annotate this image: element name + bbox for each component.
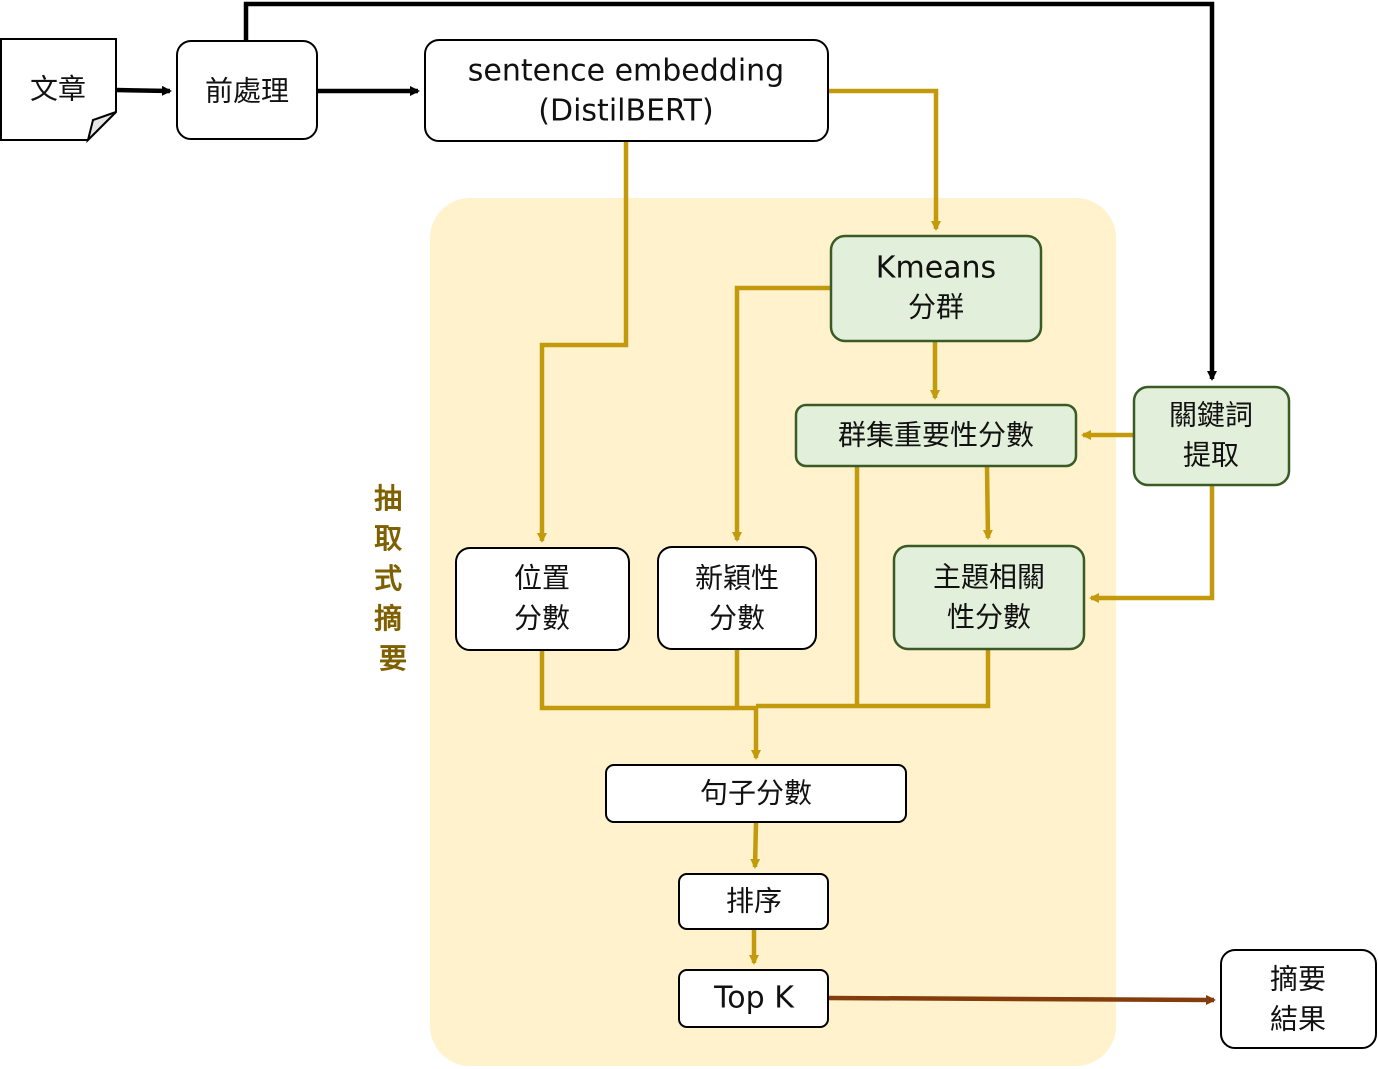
keyword-label-line1: 關鍵詞 [1169,399,1253,432]
topic-relevance-score-node: 主題相關 性分數 [892,544,1086,651]
sentence-score-label: 句子分數 [700,777,812,810]
arrow-embedding-to-kmeans [829,88,941,231]
region-label-char-3: 式 [374,562,402,595]
preprocess-label: 前處理 [205,75,289,108]
region-label-char-4: 摘 [374,602,402,635]
cluster-importance-score-node: 群集重要性分數 [794,403,1078,468]
arrow-cluster-score-to-topic [982,466,993,540]
novelty-score-line2: 分數 [709,602,765,635]
arrow-article-to-preprocess [115,85,172,96]
summary-label-line2: 結果 [1270,1003,1326,1036]
keyword-extraction-node: 關鍵詞 提取 [1132,385,1291,487]
article-node: 文章 [0,38,117,144]
topk-label: Top K [713,981,795,1016]
topic-score-line1: 主題相關 [933,561,1045,594]
position-score-line2: 分數 [514,602,570,635]
kmeans-label-line2: 分群 [908,291,964,324]
topk-node: Top K [678,969,829,1028]
region-label-char-2: 取 [374,522,402,555]
region-label: 抽 取 式 摘 要 [374,482,412,675]
summary-label-line1: 摘要 [1270,963,1326,996]
sentence-embedding-node: sentence embedding (DistilBERT) [424,39,829,142]
line-topic-to-merge [756,650,991,709]
arrow-preprocess-to-keyword [243,1,1217,381]
article-label: 文章 [30,73,86,106]
arrow-keyword-to-topic [1089,486,1215,603]
embedding-label-line1: sentence embedding [468,54,784,89]
arrow-topk-to-summary [828,994,1216,1005]
kmeans-node: Kmeans 分群 [829,234,1043,343]
line-position-to-merge [539,651,756,711]
sentence-score-node: 句子分數 [605,764,907,823]
preprocess-node: 前處理 [176,40,318,140]
arrow-embedding-to-position [537,142,629,543]
embedding-label-line2: (DistilBERT) [538,94,713,129]
novelty-score-line1: 新穎性 [695,562,779,595]
arrow-sentence-score-to-sort [750,822,761,869]
position-score-line1: 位置 [514,562,570,595]
cluster-score-label: 群集重要性分數 [838,419,1034,452]
position-score-node: 位置 分數 [455,547,630,651]
region-label-char-5: 要 [379,642,407,675]
kmeans-label-line1: Kmeans [876,251,996,286]
keyword-label-line2: 提取 [1183,439,1239,472]
novelty-score-node: 新穎性 分數 [657,546,817,650]
summary-result-node: 摘要 結果 [1220,949,1377,1049]
region-label-char-1: 抽 [374,482,402,515]
arrow-kmeans-to-novelty [732,285,830,542]
sort-label: 排序 [726,885,782,918]
sort-node: 排序 [678,873,829,930]
topic-score-line2: 性分數 [947,601,1031,634]
